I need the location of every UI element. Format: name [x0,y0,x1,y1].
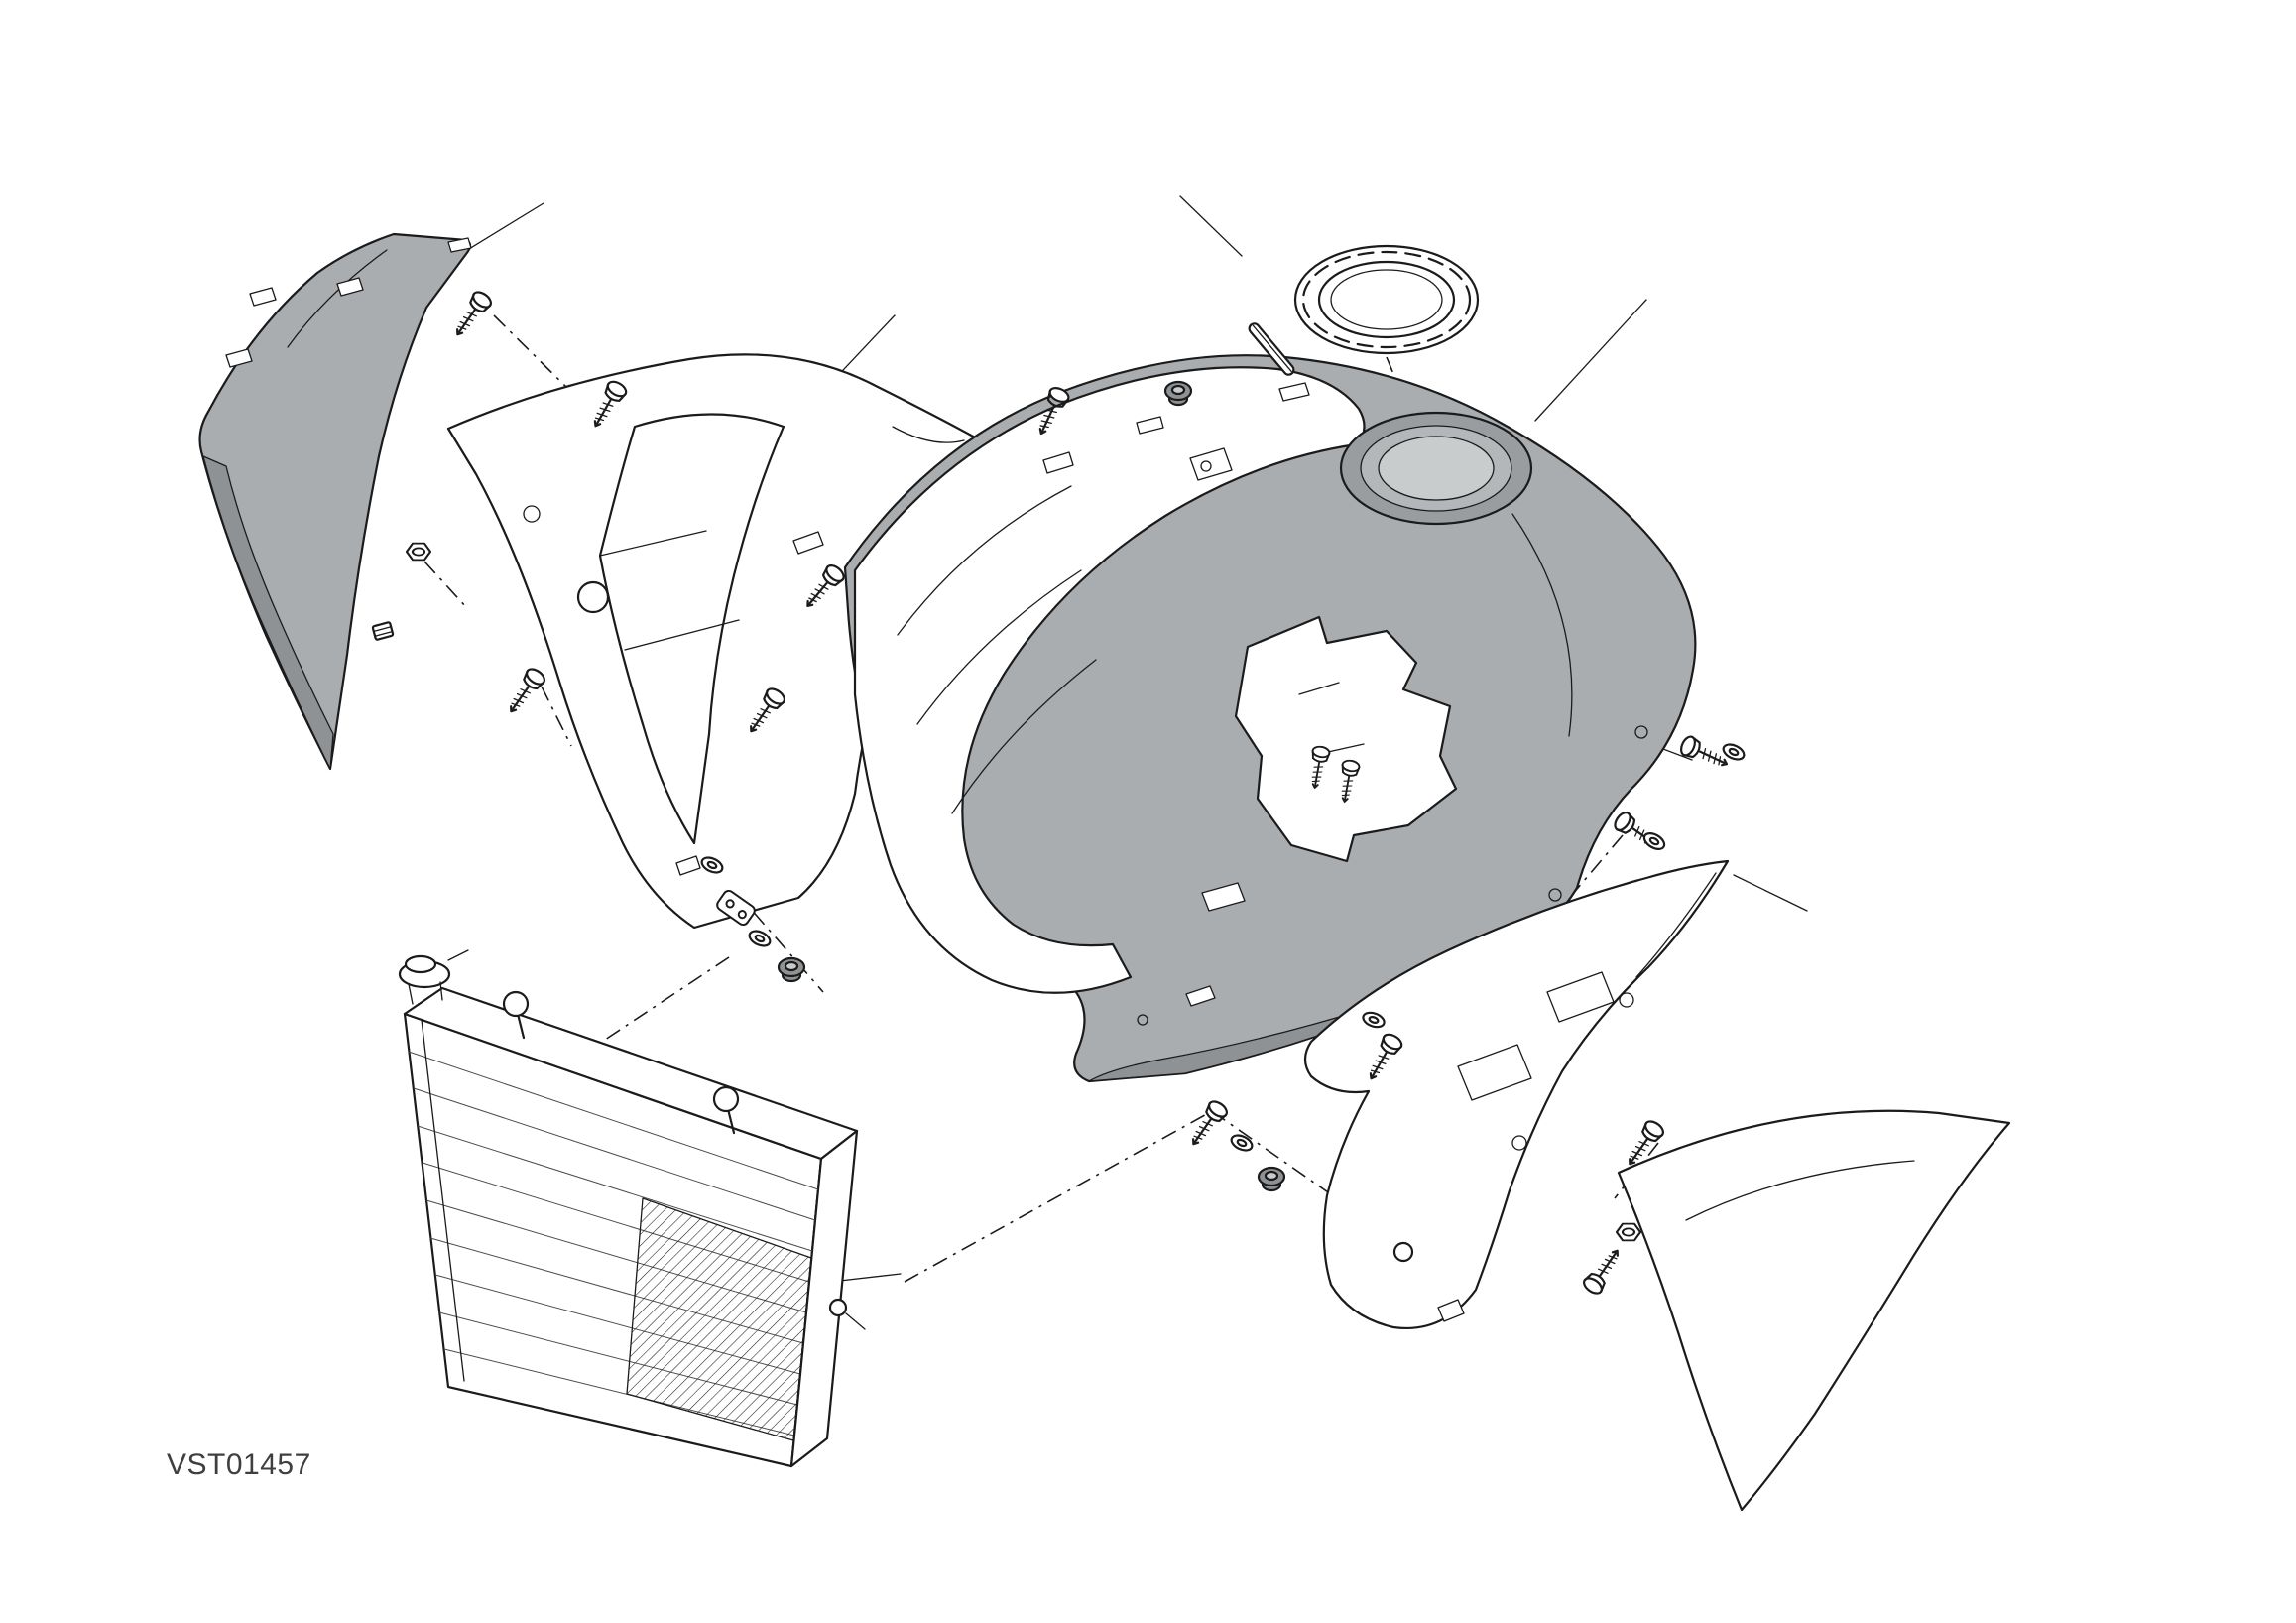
part-radiator [398,949,866,1468]
right-outer-panel-outline [1617,1109,2011,1512]
screw-icon [502,665,548,719]
left-inner-panel-outline [446,353,979,930]
washer-icon [746,927,774,950]
screw-icon [1184,1097,1231,1152]
part-tank-filler-ring [1293,244,1480,355]
left-panel-body [198,232,472,771]
washer-icon [1228,1131,1256,1155]
screw-icon [1677,733,1733,775]
left-panel-shadow [202,455,334,770]
right-inner-panel-outline [1303,859,1730,1329]
part-right-inner-panel [1303,859,1730,1329]
diagram-code-label: VST01457 [167,1448,311,1481]
radiator-filler-cap [398,949,469,1005]
radiator-drain-bolt [828,1298,866,1330]
screw-icon [448,288,495,342]
clip-icon [371,620,395,642]
radiator-core-hatch [626,1197,812,1441]
part-left-inner-panel-frame [446,353,979,930]
tank-cover-interior [853,366,1366,994]
washer-icon [1640,828,1668,854]
grommet-icon [777,956,806,983]
grommet-icon [1163,380,1193,407]
hex-nut-icon [1615,1222,1642,1242]
grommet-icon [1257,1166,1286,1192]
screw-icon [1580,1243,1627,1298]
part-tank-cover [843,354,1697,1083]
radiator-mount-hooks [502,990,740,1135]
part-right-outer-side-panel [1617,1109,2011,1512]
tank-filler-recess [1339,411,1533,526]
part-left-outer-side-panel [198,232,472,771]
tank-cover-cutout [1234,615,1458,863]
hex-nut-icon [405,542,432,562]
